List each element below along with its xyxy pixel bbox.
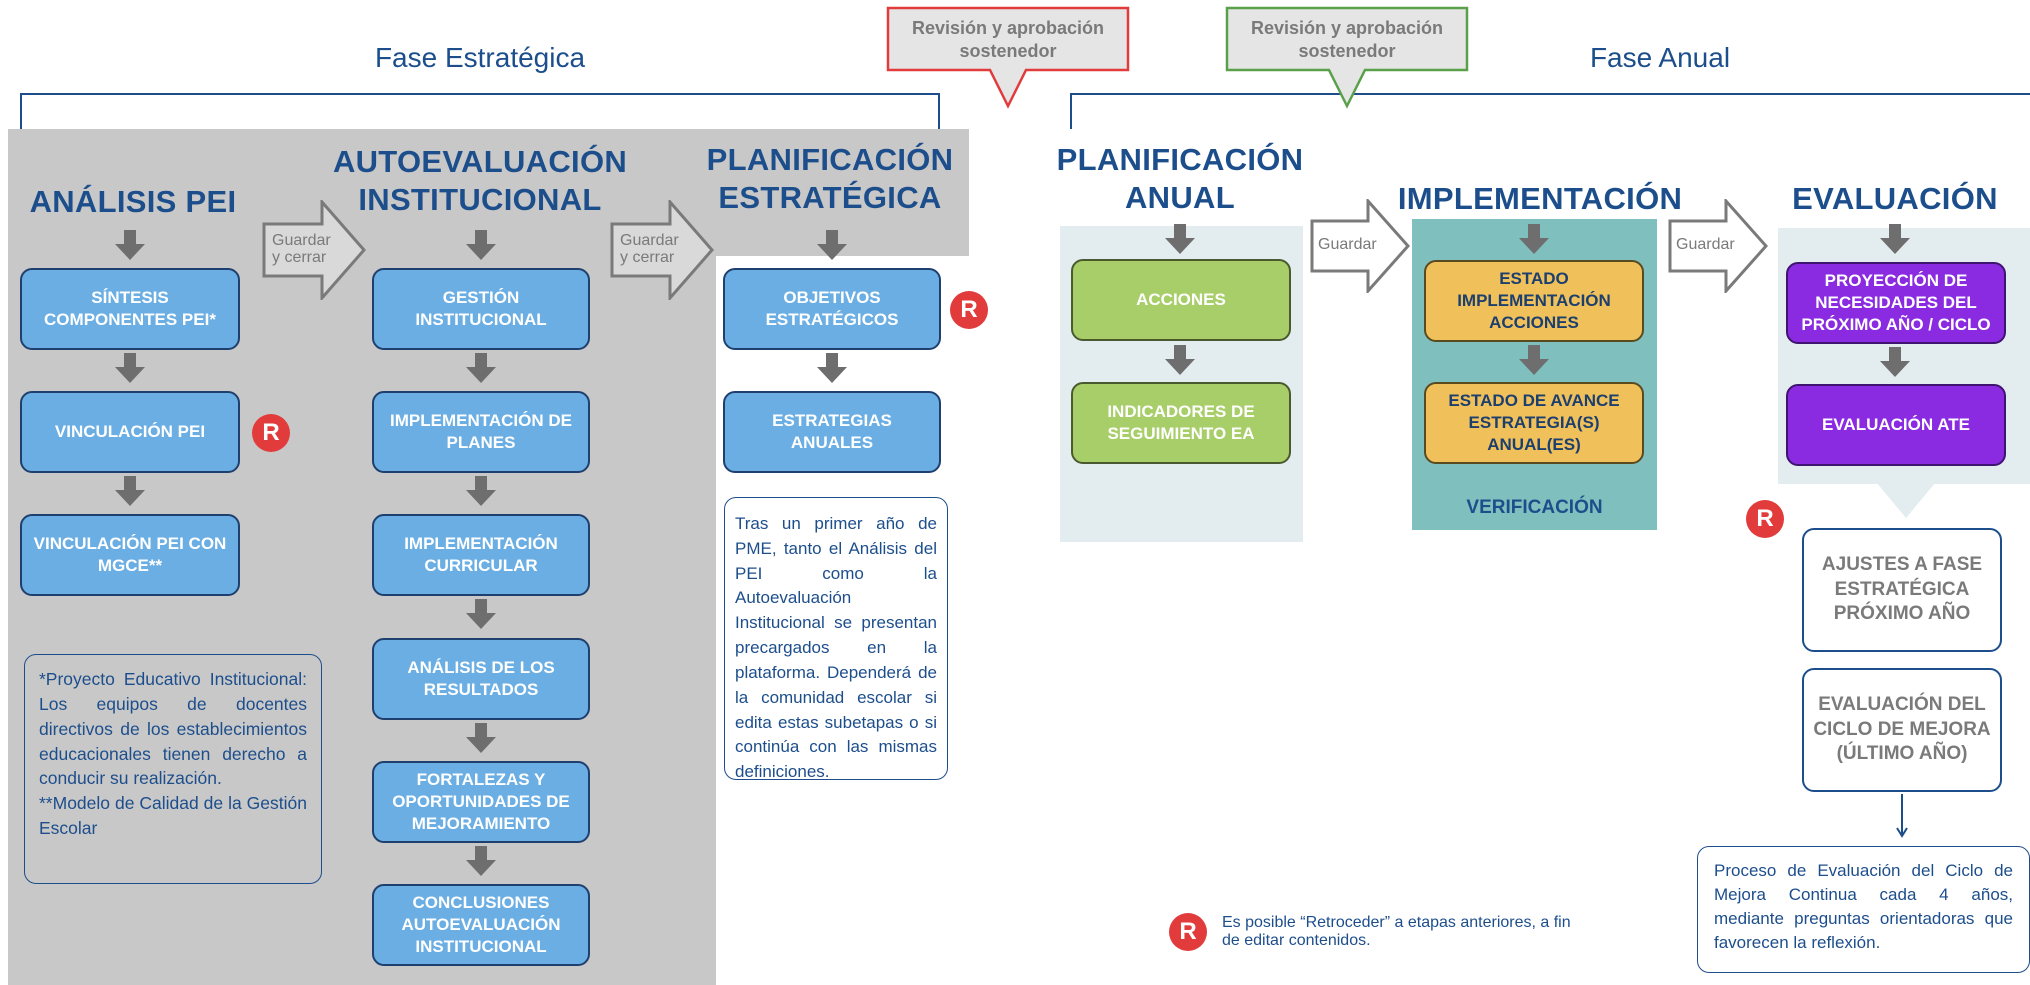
- strategic-phase-panel-top-right: [716, 129, 969, 256]
- box-estrategias-anuales[interactable]: ESTRATEGIAS ANUALES: [723, 391, 941, 473]
- box-evaluacion-ate[interactable]: EVALUACIÓN ATE: [1786, 384, 2006, 466]
- down-arrow-icon: [1519, 224, 1549, 254]
- box-implementacion-planes[interactable]: IMPLEMENTACIÓN DE PLANES: [372, 391, 590, 473]
- callout-approval-red: Revisión y aprobación sostenedor: [886, 6, 1130, 110]
- retroceder-badge[interactable]: R: [1746, 500, 1784, 538]
- retroceder-badge[interactable]: R: [950, 291, 988, 329]
- down-arrow-icon: [466, 353, 496, 383]
- big-arrow-icon: [610, 198, 714, 302]
- retroceder-badge[interactable]: R: [252, 414, 290, 452]
- callout-green-shape: [1225, 6, 1469, 109]
- down-arrow-icon: [115, 476, 145, 506]
- callout-red-shape: [886, 6, 1130, 109]
- pointer-shape: [1876, 482, 1936, 518]
- stage-implementacion: IMPLEMENTACIÓN: [1397, 181, 1683, 216]
- down-arrow-icon: [466, 230, 496, 260]
- guardar-arrow-1: Guardar: [1310, 197, 1411, 295]
- phase-title-annual: Fase Anual: [1589, 42, 1731, 73]
- box-ajustes-fase-estrategica[interactable]: AJUSTES A FASE ESTRATÉGICA PRÓXIMO AÑO: [1802, 528, 2002, 652]
- stage-analisis-pei: ANÁLISIS PEI: [29, 184, 237, 219]
- callout-approval-green: Revisión y aprobación sostenedor: [1225, 6, 1469, 110]
- strategic-bracket: [20, 93, 940, 129]
- down-arrow-icon: [1165, 224, 1195, 254]
- box-estado-avance[interactable]: ESTADO DE AVANCE ESTRATEGIA(S) ANUAL(ES): [1424, 382, 1644, 464]
- box-estado-implementacion[interactable]: ESTADO IMPLEMENTACIÓN ACCIONES: [1424, 260, 1644, 342]
- legend-retroceder-badge: R: [1169, 913, 1207, 951]
- callout-red-text: Revisión y aprobación sostenedor: [911, 17, 1105, 61]
- down-arrow-icon: [466, 599, 496, 629]
- guardar-label-2: Guardar: [1676, 236, 1735, 253]
- note-pei-footnote: *Proyecto Educativo Institucional: Los e…: [24, 654, 322, 884]
- down-arrow-icon: [817, 353, 847, 383]
- guardar-arrow-2: Guardar: [1668, 197, 1769, 295]
- down-arrow-icon: [115, 230, 145, 260]
- legend-retroceder-text: Es posible “Retroceder” a etapas anterio…: [1222, 914, 1571, 950]
- phase-title-strategic: Fase Estratégica: [374, 42, 586, 73]
- box-proyeccion-necesidades[interactable]: PROYECCIÓN DE NECESIDADES DEL PRÓXIMO AÑ…: [1786, 262, 2006, 344]
- box-analisis-resultados[interactable]: ANÁLISIS DE LOS RESULTADOS: [372, 638, 590, 720]
- down-arrow-icon: [466, 846, 496, 876]
- down-arrow-icon: [1165, 345, 1195, 375]
- guardar-cerrar-arrow-1: Guardar y cerrar: [262, 198, 366, 302]
- evaluacion-panel-pointer: [1876, 482, 1936, 518]
- guardar-cerrar-arrow-2: Guardar y cerrar: [610, 198, 714, 302]
- verificacion-label: VERIFICACIÓN: [1466, 497, 1603, 518]
- guardar-cerrar-label-1: Guardar y cerrar: [272, 232, 331, 266]
- big-arrow-icon: [1668, 197, 1769, 295]
- guardar-cerrar-label-2: Guardar y cerrar: [620, 232, 679, 266]
- big-arrow-icon: [262, 198, 366, 302]
- box-conclusiones-autoevaluacion[interactable]: CONCLUSIONES AUTOEVALUACIÓN INSTITUCIONA…: [372, 884, 590, 966]
- down-arrow-icon: [466, 723, 496, 753]
- stage-evaluacion: EVALUACIÓN: [1792, 181, 1998, 216]
- box-gestion-institucional[interactable]: GESTIÓN INSTITUCIONAL: [372, 268, 590, 350]
- box-objetivos-estrategicos[interactable]: OBJETIVOS ESTRATÉGICOS: [723, 268, 941, 350]
- box-vinculacion-mgce[interactable]: VINCULACIÓN PEI CON MGCE**: [20, 514, 240, 596]
- big-arrow-icon: [1310, 197, 1411, 295]
- stage-planificacion-estrategica: PLANIFICACIÓN ESTRATÉGICA: [706, 142, 954, 215]
- box-vinculacion-pei[interactable]: VINCULACIÓN PEI: [20, 391, 240, 473]
- down-arrow-icon: [466, 476, 496, 506]
- callout-green-text: Revisión y aprobación sostenedor: [1250, 17, 1444, 61]
- down-arrow-icon: [1880, 347, 1910, 377]
- stage-planificacion-anual: PLANIFICACIÓN ANUAL: [1056, 142, 1304, 215]
- box-sintesis-pei[interactable]: SÍNTESIS COMPONENTES PEI*: [20, 268, 240, 350]
- annual-bracket: [1070, 93, 2030, 129]
- box-fortalezas-oportunidades[interactable]: FORTALEZAS Y OPORTUNIDADES DE MEJORAMIEN…: [372, 761, 590, 843]
- box-implementacion-curricular[interactable]: IMPLEMENTACIÓN CURRICULAR: [372, 514, 590, 596]
- box-evaluacion-ciclo-mejora[interactable]: EVALUACIÓN DEL CICLO DE MEJORA (ÚLTIMO A…: [1802, 668, 2002, 792]
- thin-down-arrow-icon: [1894, 794, 1910, 842]
- box-acciones[interactable]: ACCIONES: [1071, 259, 1291, 341]
- note-ciclo-mejora: Proceso de Evaluación del Ciclo de Mejor…: [1697, 846, 2030, 973]
- down-arrow-icon: [1519, 345, 1549, 375]
- down-arrow-icon: [817, 230, 847, 260]
- down-arrow-icon: [115, 353, 145, 383]
- stage-autoevaluacion: AUTOEVALUACIÓN INSTITUCIONAL: [332, 144, 628, 217]
- down-arrow-icon: [1880, 224, 1910, 254]
- note-precargados: Tras un primer año de PME, tanto el Anál…: [724, 497, 948, 781]
- box-indicadores-seguimiento[interactable]: INDICADORES DE SEGUIMIENTO EA: [1071, 382, 1291, 464]
- guardar-label-1: Guardar: [1318, 236, 1377, 253]
